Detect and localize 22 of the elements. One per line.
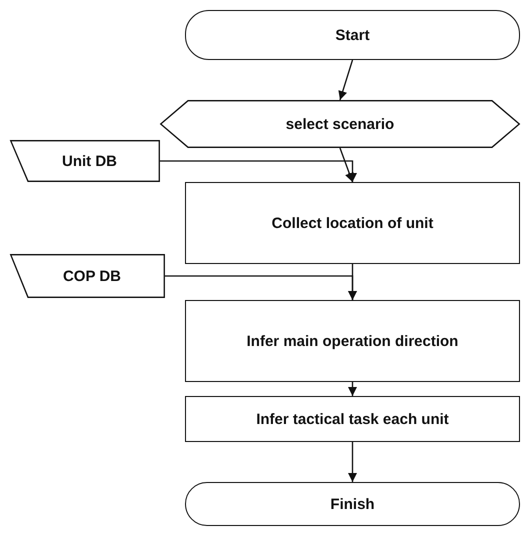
process-box	[185, 396, 520, 442]
node-label: select scenario	[286, 116, 394, 132]
arrow	[160, 160, 357, 182]
arrow	[339, 148, 354, 182]
node-label: Finish	[330, 496, 375, 512]
terminator	[185, 482, 520, 526]
node-label: Infer main operation direction	[246, 332, 458, 350]
preparation-hexagon	[160, 100, 520, 148]
node-label: Infer tactical task each unit	[256, 410, 449, 428]
arrow	[348, 264, 357, 300]
data-parallelogram	[10, 254, 165, 298]
process-box	[185, 182, 520, 264]
terminator	[185, 10, 520, 60]
node-label: COP DB	[62, 268, 122, 284]
process-box	[185, 300, 520, 382]
node-label: Start	[335, 26, 370, 44]
arrow	[338, 60, 354, 100]
arrow	[348, 382, 357, 396]
node-label: Collect location of unit	[272, 214, 434, 232]
data-parallelogram	[10, 140, 160, 182]
node-label: Unit DB	[62, 152, 117, 170]
arrow	[348, 442, 357, 482]
